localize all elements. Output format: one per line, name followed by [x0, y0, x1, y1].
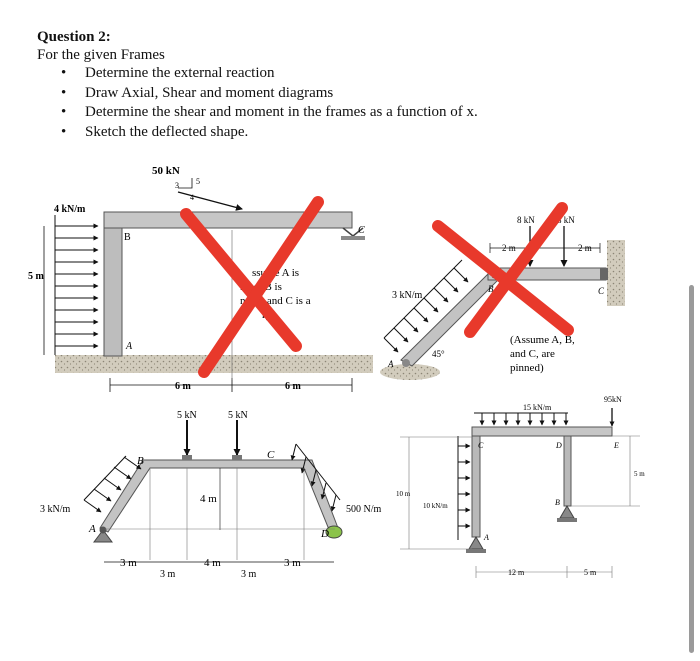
- dist-load-label-2: 3 kN/m: [392, 290, 423, 301]
- node-b-4: B: [555, 498, 560, 507]
- load-label-2a: 8 kN: [517, 215, 535, 225]
- dim-label-3c: 4 m: [204, 557, 221, 569]
- note-line-2a: (Assume A, B,: [510, 334, 575, 346]
- frame-3: 5 kN 5 kN 4 m 3 kN/m 500 N/m A B C D 3 m…: [40, 410, 382, 580]
- question-title: Question 2:: [37, 29, 111, 45]
- dim-label-2b: 2 m: [578, 243, 592, 253]
- dist-load-label-4b: 10 kN/m: [423, 502, 448, 510]
- node-c-2: C: [598, 286, 605, 296]
- point-load-label-4: 95kN: [604, 395, 622, 404]
- support-a-4: [466, 549, 486, 553]
- node-d-4: D: [555, 441, 562, 450]
- beam-1: [103, 211, 353, 229]
- column-db-4: [563, 435, 572, 507]
- load-label-3b: 5 kN: [228, 410, 248, 421]
- node-b-2: B: [488, 284, 494, 294]
- distributed-load-3a: [83, 455, 142, 513]
- load-label-3a: 5 kN: [177, 410, 197, 421]
- node-c-1: C: [358, 225, 365, 236]
- wall-c-2: [607, 240, 625, 306]
- point-load-1: [177, 191, 243, 211]
- load-label-2b: 8 kN: [557, 215, 575, 225]
- height-label-4b: 5 m: [634, 470, 645, 478]
- distributed-load-1: [54, 215, 99, 355]
- task-list: Determine the external reaction Draw Axi…: [37, 64, 597, 142]
- height-label-1: 5 m: [28, 271, 45, 282]
- slope-4: 4: [190, 193, 194, 202]
- question-header: Question 2: For the given Frames Determi…: [37, 28, 597, 142]
- node-b-3: B: [137, 455, 144, 467]
- task-item: Determine the shear and moment in the fr…: [37, 103, 597, 123]
- distributed-load-4b: [457, 436, 471, 540]
- cross-mark-1: [180, 196, 324, 378]
- vertical-scrollbar[interactable]: [689, 285, 694, 653]
- dim-label-3a: 3 m: [120, 557, 137, 569]
- load-label-50kn: 50 kN: [152, 165, 180, 177]
- node-a-3: A: [88, 523, 96, 535]
- node-c-3: C: [267, 449, 275, 461]
- frame-2: 8 kN 8 kN 2 m 2 m 3 kN/m 45° A B C (Assu…: [380, 202, 625, 380]
- cross-mark-2: [432, 202, 574, 338]
- support-a-3: [93, 529, 113, 543]
- note-line-2c: pinned): [510, 362, 544, 374]
- task-item: Determine the external reaction: [37, 64, 597, 84]
- support-c-1: [341, 236, 365, 240]
- distributed-load-4a: [474, 412, 569, 426]
- dim-label-3b: 3 m: [160, 569, 176, 580]
- span-left-1: 6 m: [175, 381, 192, 392]
- angle-label-2: 45°: [432, 349, 445, 359]
- dist-load-label-3b: 500 N/m: [346, 504, 382, 515]
- question-intro: For the given Frames: [37, 47, 165, 63]
- slope-3: 3: [175, 181, 179, 190]
- frame-1: 50 kN 3 4 5 4 kN/m 5 m B A C ssume A is …: [28, 165, 373, 392]
- span-label-4b: 5 m: [584, 568, 597, 577]
- beam-ce-4: [471, 426, 613, 437]
- height-label-4a: 10 m: [396, 490, 411, 498]
- node-c-4: C: [478, 441, 484, 450]
- dim-label-2a: 2 m: [502, 243, 516, 253]
- dim-label-3d: 3 m: [241, 569, 257, 580]
- node-a-1: A: [125, 341, 133, 352]
- dist-load-label-4a: 15 kN/m: [523, 403, 552, 412]
- span-right-1: 6 m: [285, 381, 302, 392]
- dist-load-label-3a: 3 kN/m: [40, 504, 71, 515]
- note-line-2b: and C, are: [510, 348, 555, 360]
- column-1: [103, 221, 123, 357]
- node-a-2: A: [387, 359, 394, 369]
- task-item: Draw Axial, Shear and moment diagrams: [37, 84, 597, 104]
- dist-load-label-1: 4 kN/m: [54, 204, 86, 215]
- span-label-4a: 12 m: [508, 568, 525, 577]
- frame-4: 15 kN/m 95kN 10 m 5 m 10 kN/m A B C D E …: [396, 395, 645, 578]
- node-d-3: D: [320, 528, 329, 540]
- node-a-4: A: [483, 533, 489, 542]
- dim-label-3e: 3 m: [284, 557, 301, 569]
- support-b-4: [557, 518, 577, 522]
- distributed-load-3b: [290, 443, 341, 512]
- task-item: Sketch the deflected shape.: [37, 123, 597, 143]
- node-b-1: B: [124, 232, 131, 243]
- slope-5: 5: [196, 177, 200, 186]
- node-e-4: E: [613, 441, 619, 450]
- height-label-3: 4 m: [200, 493, 217, 505]
